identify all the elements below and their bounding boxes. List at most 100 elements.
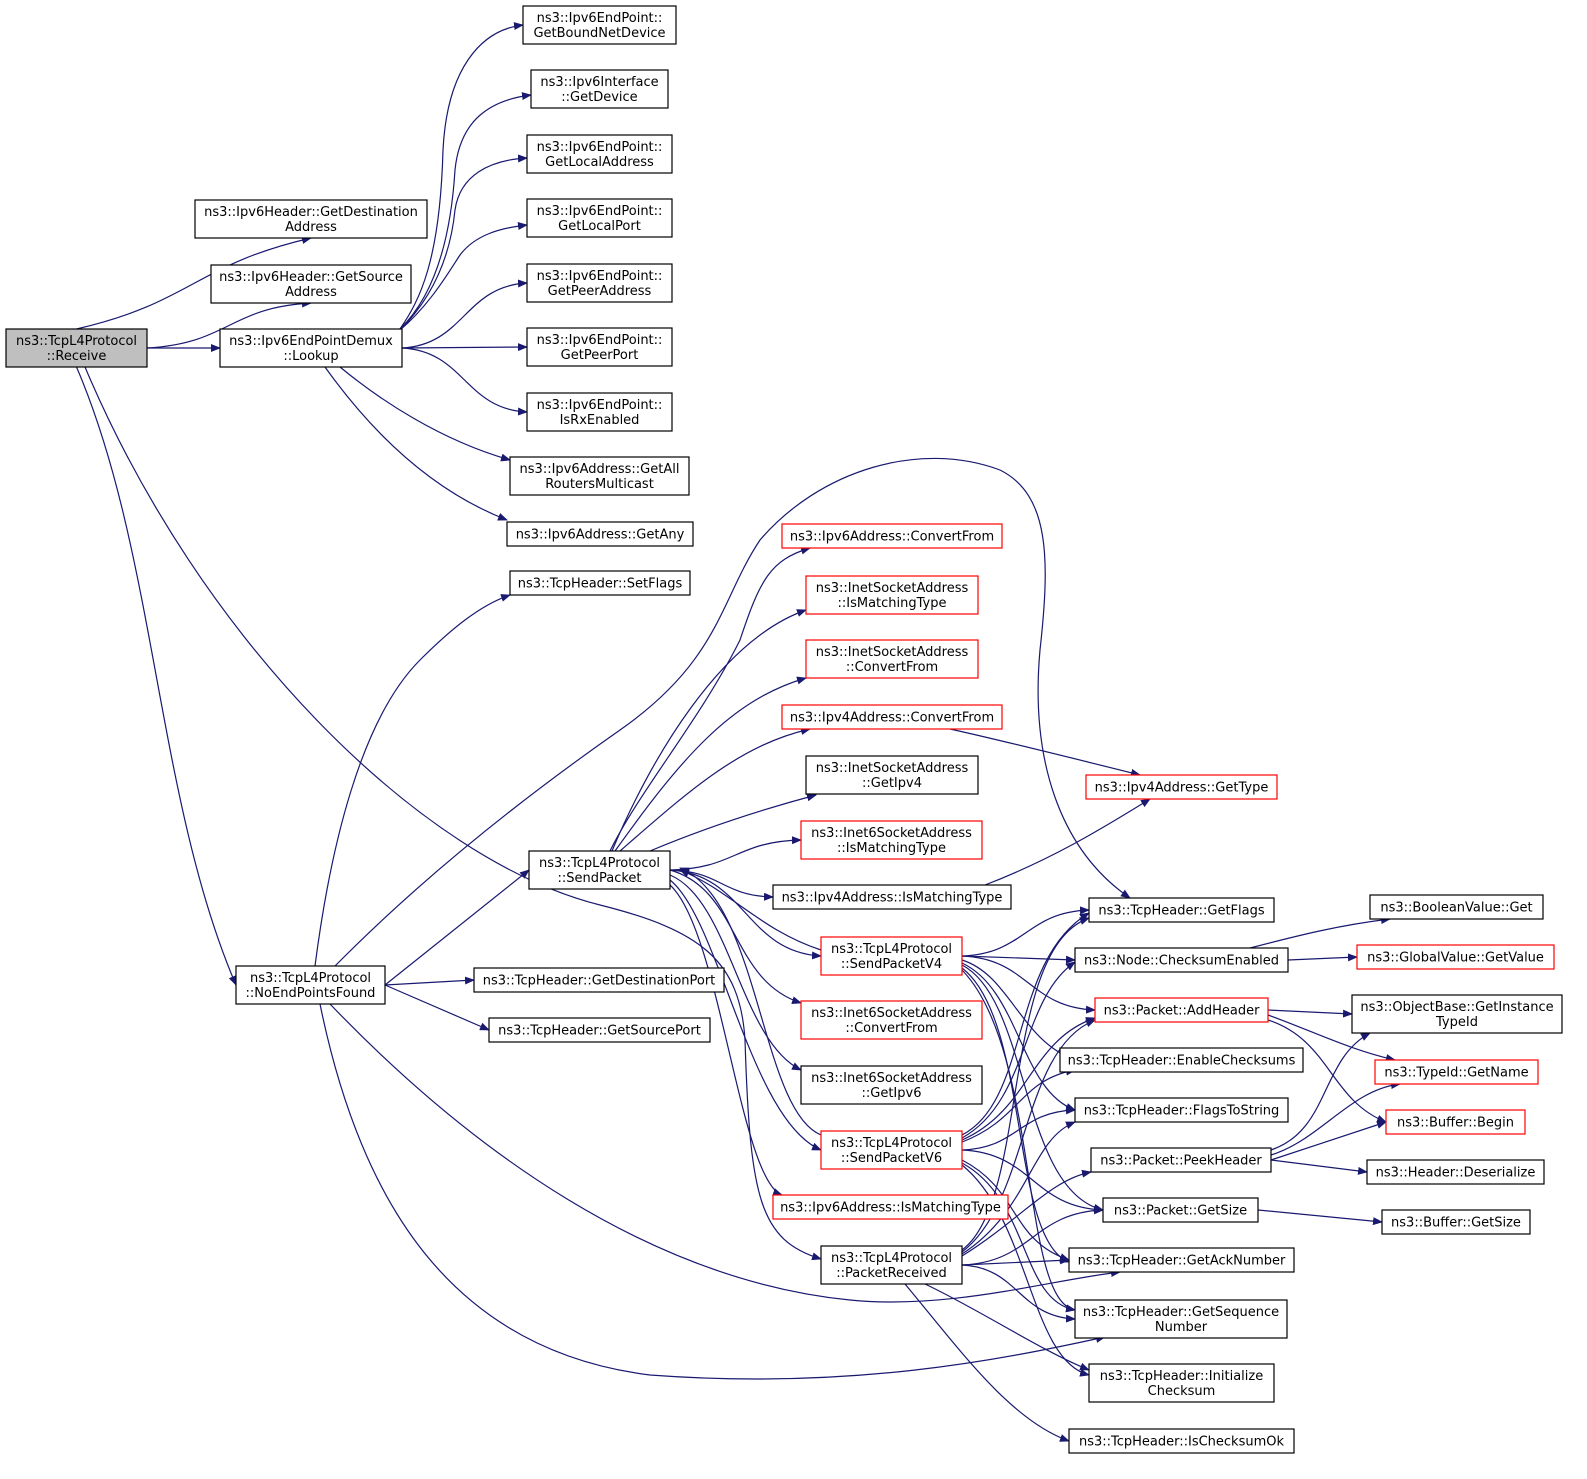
node-box[interactable] (1088, 897, 1275, 923)
node-header-deserialize[interactable]: ns3::Header::Deserialize (1366, 1159, 1545, 1185)
node-tcphdr-getflags[interactable]: ns3::TcpHeader::GetFlags (1088, 897, 1275, 923)
node-box[interactable] (1356, 944, 1555, 970)
node-box[interactable] (194, 199, 428, 239)
node-box[interactable] (522, 5, 677, 45)
node-box[interactable] (1090, 1147, 1272, 1173)
node-globalvalue-getvalue[interactable]: ns3::GlobalValue::GetValue (1356, 944, 1555, 970)
node-box[interactable] (1369, 894, 1544, 920)
node-ip4addr-convertfrom[interactable]: ns3::Ipv4Address::ConvertFrom (781, 704, 1003, 730)
node-box[interactable] (526, 327, 673, 367)
node-box[interactable] (509, 570, 691, 596)
node-box[interactable] (1074, 1097, 1289, 1123)
node-box[interactable] (530, 69, 669, 109)
node-box[interactable] (1085, 774, 1278, 800)
node-tcphdr-enablechecksums[interactable]: ns3::TcpHeader::EnableChecksums (1059, 1047, 1304, 1073)
node-tcphdr-ischecksumok[interactable]: ns3::TcpHeader::IsChecksumOk (1068, 1428, 1295, 1454)
node-tcphdr-flagstostring[interactable]: ns3::TcpHeader::FlagsToString (1074, 1097, 1289, 1123)
node-box[interactable] (5, 328, 148, 368)
node-box[interactable] (772, 884, 1012, 910)
node-packet-addheader[interactable]: ns3::Packet::AddHeader (1094, 997, 1269, 1023)
node-box[interactable] (526, 134, 673, 174)
node-box[interactable] (1385, 1109, 1526, 1135)
node-sendpacket[interactable]: ns3::TcpL4Protocol::SendPacket (528, 850, 671, 890)
node-box[interactable] (219, 328, 403, 368)
node-ip6addr-getany[interactable]: ns3::Ipv6Address::GetAny (506, 521, 694, 547)
node-box[interactable] (526, 263, 673, 303)
node-sendpacketv6[interactable]: ns3::TcpL4Protocol::SendPacketV6 (820, 1130, 963, 1170)
node-box[interactable] (820, 936, 963, 976)
node-receive[interactable]: ns3::TcpL4Protocol::Receive (5, 328, 148, 368)
node-inet6sock-convertfrom[interactable]: ns3::Inet6SocketAddress::ConvertFrom (800, 1000, 983, 1040)
node-ep6-getlocaladdr[interactable]: ns3::Ipv6EndPoint::GetLocalAddress (526, 134, 673, 174)
node-box[interactable] (800, 1065, 983, 1105)
node-box[interactable] (805, 575, 979, 615)
node-box[interactable] (210, 264, 412, 304)
node-box[interactable] (781, 704, 1003, 730)
node-buffer-begin[interactable]: ns3::Buffer::Begin (1385, 1109, 1526, 1135)
node-box[interactable] (1068, 1247, 1295, 1273)
node-ip4addr-gettype[interactable]: ns3::Ipv4Address::GetType (1085, 774, 1278, 800)
node-box[interactable] (800, 820, 983, 860)
node-inet6sock-ismatching[interactable]: ns3::Inet6SocketAddress::IsMatchingType (800, 820, 983, 860)
node-box[interactable] (772, 1194, 1009, 1220)
node-noendpoints[interactable]: ns3::TcpL4Protocol::NoEndPointsFound (235, 965, 386, 1005)
node-tcphdr-getdestport[interactable]: ns3::TcpHeader::GetDestinationPort (473, 967, 725, 993)
node-box[interactable] (1074, 947, 1289, 973)
node-box[interactable] (805, 639, 979, 679)
node-packet-getsize[interactable]: ns3::Packet::GetSize (1102, 1197, 1259, 1223)
node-box[interactable] (1059, 1047, 1304, 1073)
node-inet6sock-getipv6[interactable]: ns3::Inet6SocketAddress::GetIpv6 (800, 1065, 983, 1105)
node-inetsock-convertfrom[interactable]: ns3::InetSocketAddress::ConvertFrom (805, 639, 979, 679)
node-box[interactable] (488, 1017, 711, 1043)
node-box[interactable] (509, 456, 690, 496)
node-box[interactable] (1374, 1059, 1539, 1085)
node-ip4addr-ismatching[interactable]: ns3::Ipv4Address::IsMatchingType (772, 884, 1012, 910)
node-packet-peekheader[interactable]: ns3::Packet::PeekHeader (1090, 1147, 1272, 1173)
node-box[interactable] (1351, 994, 1563, 1034)
node-node-checksumenabled[interactable]: ns3::Node::ChecksumEnabled (1074, 947, 1289, 973)
node-box[interactable] (820, 1130, 963, 1170)
node-box[interactable] (1366, 1159, 1545, 1185)
node-box[interactable] (820, 1245, 963, 1285)
node-inetsock-ismatching[interactable]: ns3::InetSocketAddress::IsMatchingType (805, 575, 979, 615)
node-box[interactable] (781, 523, 1003, 549)
node-box[interactable] (473, 967, 725, 993)
node-box[interactable] (1074, 1299, 1288, 1339)
node-tcphdr-setflags[interactable]: ns3::TcpHeader::SetFlags (509, 570, 691, 596)
node-ep6-getpeerport[interactable]: ns3::Ipv6EndPoint::GetPeerPort (526, 327, 673, 367)
node-if6-getdevice[interactable]: ns3::Ipv6Interface::GetDevice (530, 69, 669, 109)
node-box[interactable] (526, 392, 673, 432)
node-box[interactable] (526, 198, 673, 238)
node-ep6-getlocalport[interactable]: ns3::Ipv6EndPoint::GetLocalPort (526, 198, 673, 238)
node-ip6addr-convertfrom[interactable]: ns3::Ipv6Address::ConvertFrom (781, 523, 1003, 549)
node-box[interactable] (1088, 1363, 1275, 1403)
node-box[interactable] (1102, 1197, 1259, 1223)
node-packetreceived[interactable]: ns3::TcpL4Protocol::PacketReceived (820, 1245, 963, 1285)
node-ep6demux-lookup[interactable]: ns3::Ipv6EndPointDemux::Lookup (219, 328, 403, 368)
node-ep6-getbound[interactable]: ns3::Ipv6EndPoint::GetBoundNetDevice (522, 5, 677, 45)
node-booleanvalue-get[interactable]: ns3::BooleanValue::Get (1369, 894, 1544, 920)
node-inetsock-getipv4[interactable]: ns3::InetSocketAddress::GetIpv4 (805, 755, 979, 795)
node-box[interactable] (800, 1000, 983, 1040)
node-box[interactable] (1094, 997, 1269, 1023)
node-sendpacketv4[interactable]: ns3::TcpL4Protocol::SendPacketV4 (820, 936, 963, 976)
node-box[interactable] (506, 521, 694, 547)
node-box[interactable] (805, 755, 979, 795)
node-ep6-isrxenabled[interactable]: ns3::Ipv6EndPoint::IsRxEnabled (526, 392, 673, 432)
node-box[interactable] (235, 965, 386, 1005)
node-tcphdr-getacknumber[interactable]: ns3::TcpHeader::GetAckNumber (1068, 1247, 1295, 1273)
node-tcphdr-getsrcport[interactable]: ns3::TcpHeader::GetSourcePort (488, 1017, 711, 1043)
node-box[interactable] (528, 850, 671, 890)
node-box[interactable] (1381, 1209, 1531, 1235)
node-ip6addr-ismatching[interactable]: ns3::Ipv6Address::IsMatchingType (772, 1194, 1009, 1220)
node-box[interactable] (1068, 1428, 1295, 1454)
node-ep6-getpeeraddr[interactable]: ns3::Ipv6EndPoint::GetPeerAddress (526, 263, 673, 303)
node-typeid-getname[interactable]: ns3::TypeId::GetName (1374, 1059, 1539, 1085)
node-buffer-getsize[interactable]: ns3::Buffer::GetSize (1381, 1209, 1531, 1235)
